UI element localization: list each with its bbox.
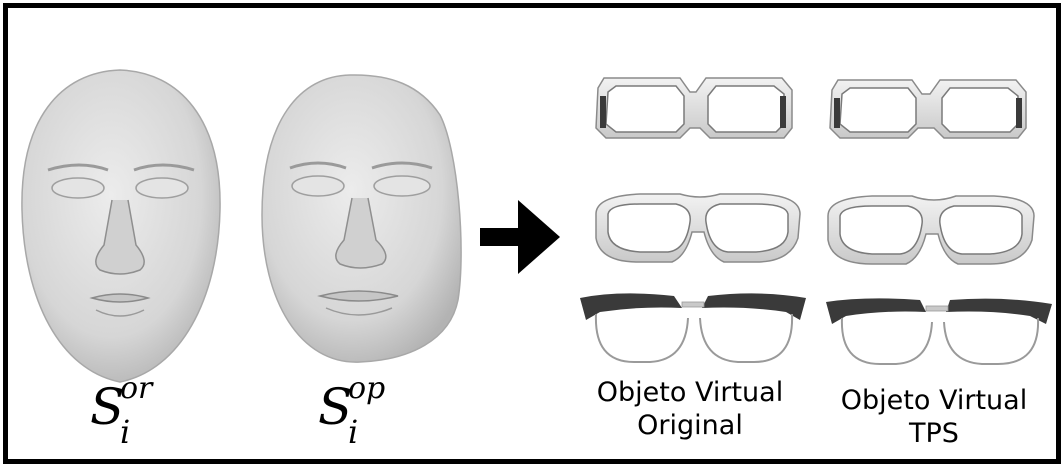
glasses-rectangular-tps (830, 80, 1026, 138)
face-original (22, 70, 220, 382)
right-arrow-icon (480, 200, 560, 274)
caption-tps: Objeto Virtual TPS (822, 384, 1046, 450)
face-optimized (262, 75, 461, 362)
caption-tps-line1: Objeto Virtual (822, 384, 1046, 417)
glasses-browline-tps (826, 298, 1052, 364)
face-optimized-superscript: op (348, 374, 385, 404)
glasses-rounded-tps (828, 196, 1034, 264)
caption-original-line2: Original (578, 409, 802, 442)
glasses-rectangular-original (596, 78, 792, 138)
glasses-rounded-original (596, 194, 800, 262)
caption-tps-line2: TPS (822, 417, 1046, 450)
glasses-browline-original (580, 293, 806, 362)
face-original-superscript: or (120, 374, 152, 404)
face-optimized-label: S op i (318, 382, 352, 432)
caption-original-line1: Objeto Virtual (578, 376, 802, 409)
caption-original: Objeto Virtual Original (578, 376, 802, 442)
face-optimized-subscript: i (348, 416, 358, 448)
face-original-label: S or i (90, 382, 124, 432)
face-original-subscript: i (120, 416, 130, 448)
